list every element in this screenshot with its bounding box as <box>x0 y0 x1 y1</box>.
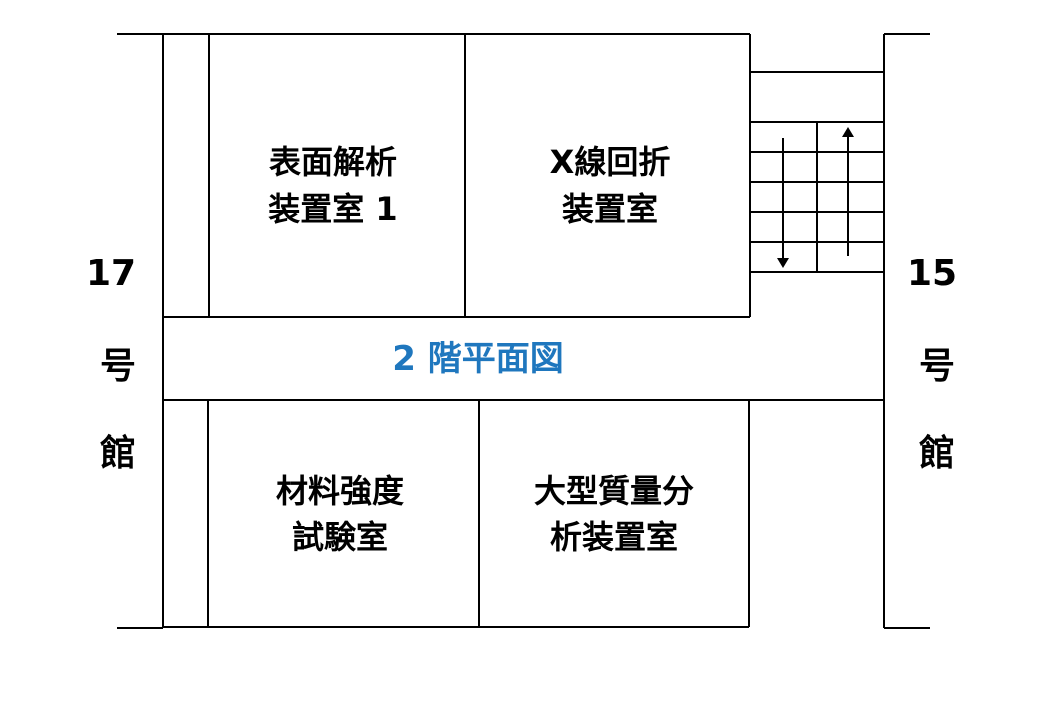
room-surface-analysis-line1: 表面解析 <box>269 143 397 181</box>
building-right-number: 15 <box>907 253 957 294</box>
room-surface-analysis: 表面解析 装置室 1 <box>268 143 397 228</box>
room-xray-diffraction-line1: X線回折 <box>550 143 671 181</box>
building-left-line1: 号 <box>100 346 136 387</box>
room-mass-spectrometry-line1: 大型質量分 <box>534 472 694 510</box>
room-material-strength-line1: 材料強度 <box>276 472 404 510</box>
left-building-boundary <box>117 33 164 629</box>
building-label-left: 17 号 館 <box>86 253 136 474</box>
building-left-line2: 館 <box>100 432 136 474</box>
room-xray-diffraction: X線回折 装置室 <box>550 143 671 228</box>
room-surface-analysis-line2: 装置室 1 <box>268 190 397 228</box>
room-mass-spectrometry-line2: 析装置室 <box>550 518 678 556</box>
room-mass-spectrometry: 大型質量分 析装置室 <box>534 472 694 556</box>
building-right-line2: 館 <box>919 432 955 474</box>
building-label-right: 15 号 館 <box>907 253 957 474</box>
room-material-strength: 材料強度 試験室 <box>276 472 404 556</box>
stairs-icon <box>750 71 884 273</box>
building-right-line1: 号 <box>919 346 955 387</box>
lower-block <box>163 399 884 628</box>
floor-title: 2 階平面図 <box>392 339 564 379</box>
upper-block <box>163 33 751 318</box>
building-left-number: 17 <box>86 253 136 294</box>
right-building-boundary <box>883 33 930 629</box>
room-xray-diffraction-line2: 装置室 <box>562 190 658 228</box>
room-material-strength-line2: 試験室 <box>292 518 388 556</box>
